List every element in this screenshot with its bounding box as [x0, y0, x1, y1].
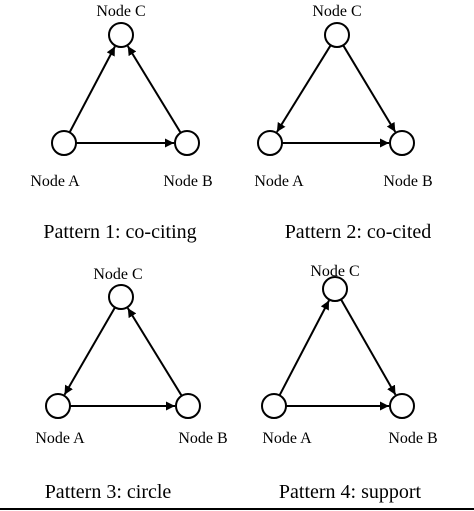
- pattern-2-node-a-label: Node A: [254, 173, 304, 190]
- pattern-2-node-c: [324, 22, 350, 48]
- pattern-4-node-c-label: Node C: [310, 263, 359, 280]
- pattern-3-caption: Pattern 3: circle: [45, 481, 172, 503]
- pattern-4-edge-c-b: [340, 298, 397, 396]
- pattern-3-node-c-label: Node C: [93, 266, 142, 283]
- pattern-4-caption: Pattern 4: support: [279, 481, 422, 503]
- pattern-3-edge-b-c: [126, 307, 183, 397]
- pattern-3-edge-c-a: [63, 306, 116, 396]
- pattern-1-node-c: [108, 22, 134, 48]
- pattern-1-edge-a-c: [68, 46, 116, 133]
- pattern-2-node-a: [257, 130, 283, 156]
- pattern-2-node-b: [389, 130, 415, 156]
- pattern-2-edge-c-a: [276, 44, 332, 133]
- pattern-3-node-c: [108, 284, 134, 310]
- pattern-3-node-a-label: Node A: [35, 430, 85, 447]
- pattern-1-caption: Pattern 1: co-citing: [43, 221, 196, 243]
- pattern-2-panel: Node C Node A Node B Pattern 2: co-cited: [254, 3, 432, 243]
- pattern-1-node-c-label: Node C: [96, 3, 145, 20]
- pattern-3-node-b-label: Node B: [178, 430, 227, 447]
- pattern-2-caption: Pattern 2: co-cited: [285, 221, 432, 243]
- pattern-2-node-c-label: Node C: [312, 3, 361, 20]
- pattern-1-panel: Node C Node A Node B Pattern 1: co-citin…: [30, 3, 212, 243]
- pattern-1-node-b: [174, 130, 200, 156]
- pattern-2-edge-c-b: [342, 44, 397, 133]
- pattern-1-node-a: [51, 130, 77, 156]
- pattern-4-node-b: [389, 393, 415, 419]
- pattern-1-edge-b-c: [126, 45, 182, 134]
- pattern-1-node-a-label: Node A: [30, 173, 80, 190]
- pattern-1-node-b-label: Node B: [163, 173, 212, 190]
- pattern-4-edge-a-c: [278, 300, 330, 396]
- pattern-4-panel: Node C Node A Node B Pattern 4: support: [261, 263, 438, 503]
- pattern-4-node-c: [322, 276, 348, 302]
- pattern-4-node-a: [261, 393, 287, 419]
- pattern-3-panel: Node C Node A Node B Pattern 3: circle: [35, 266, 227, 503]
- pattern-2-node-b-label: Node B: [383, 173, 432, 190]
- pattern-4-node-b-label: Node B: [388, 430, 437, 447]
- pattern-4-node-a-label: Node A: [262, 430, 312, 447]
- pattern-3-node-a: [45, 393, 71, 419]
- pattern-3-node-b: [175, 393, 201, 419]
